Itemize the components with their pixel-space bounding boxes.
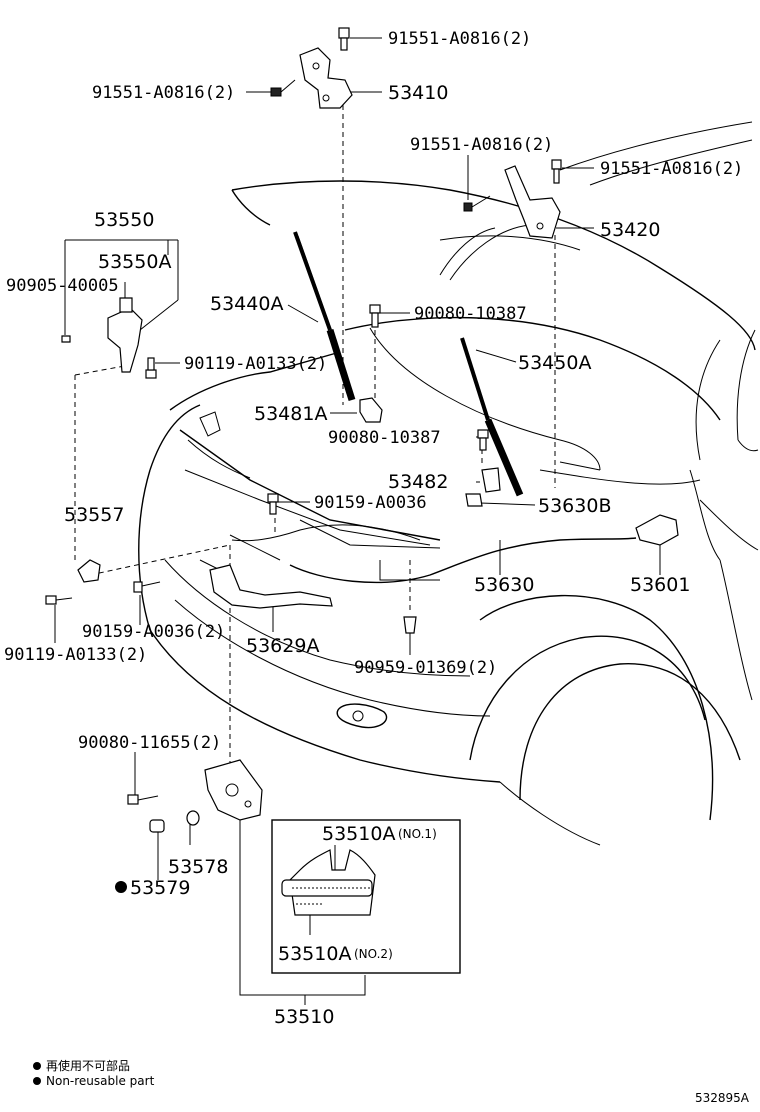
bolt-90080-b-icon bbox=[477, 429, 489, 451]
label-53630: 53630 bbox=[474, 574, 534, 596]
label-53450A: 53450A bbox=[518, 352, 591, 374]
label-90159-a: 90159-A0036 bbox=[314, 493, 427, 513]
diagram-code: 532895A bbox=[695, 1091, 750, 1105]
leader-lines bbox=[54, 37, 661, 1005]
hood-support-strut-53450A bbox=[460, 337, 524, 497]
bolt-90119-a-icon bbox=[145, 357, 157, 379]
label-53482: 53482 bbox=[388, 471, 448, 493]
bolt-90159-b-icon bbox=[133, 581, 161, 593]
lock-spring-53510A-icon bbox=[281, 849, 376, 916]
label-91551-top: 91551-A0816(2) bbox=[388, 29, 531, 49]
label-90080-10387-b: 90080-10387 bbox=[328, 428, 441, 448]
cushion-53579-icon bbox=[149, 819, 165, 833]
bolt-91551-top-icon bbox=[338, 27, 350, 51]
bolt-90159-a-icon bbox=[267, 493, 279, 515]
hood-lock-53510 bbox=[204, 759, 263, 821]
label-53557: 53557 bbox=[64, 504, 124, 526]
bolt-91551-mid2-icon bbox=[551, 159, 562, 184]
bolt-91551-left-icon bbox=[270, 79, 296, 97]
label-53440A: 53440A bbox=[210, 293, 283, 315]
label-90080-11655: 90080-11655(2) bbox=[78, 733, 221, 753]
part-labels: 91551-A0816(2) 91551-A0816(2) 53410 9155… bbox=[4, 29, 743, 1028]
label-53510A-1: 53510A bbox=[322, 823, 395, 845]
hood-lock-hook-53550 bbox=[61, 297, 143, 373]
label-90119-a: 90119-A0133(2) bbox=[184, 354, 327, 374]
label-53578: 53578 bbox=[168, 856, 228, 878]
hood-support-strut-53440A bbox=[293, 231, 356, 402]
label-53550A: 53550A bbox=[98, 251, 171, 273]
non-reusable-marker-icon bbox=[115, 881, 127, 893]
legend: 再使用不可部品 Non-reusable part bbox=[33, 1058, 155, 1088]
label-90959-01369: 90959-01369(2) bbox=[354, 658, 497, 678]
label-53601: 53601 bbox=[630, 574, 690, 596]
bracket-53482 bbox=[481, 467, 501, 493]
label-91551-mid1: 91551-A0816(2) bbox=[410, 135, 553, 155]
cable-bracket-53629A bbox=[209, 564, 333, 609]
clip-53630B-icon bbox=[465, 493, 483, 507]
label-91551-left: 91551-A0816(2) bbox=[92, 83, 235, 103]
inset-box-53510A bbox=[271, 819, 461, 974]
label-53510A-1-note: (NO.1) bbox=[398, 827, 437, 841]
label-53550: 53550 bbox=[94, 209, 154, 231]
label-91551-mid2: 91551-A0816(2) bbox=[600, 159, 743, 179]
assembly-dashed-lines bbox=[74, 105, 556, 770]
label-90119-b: 90119-A0133(2) bbox=[4, 645, 147, 665]
hood-release-cable-53630 bbox=[231, 524, 637, 584]
legend-dot-icon bbox=[33, 1077, 41, 1085]
legend-line-1: 再使用不可部品 bbox=[46, 1058, 130, 1073]
label-53629A: 53629A bbox=[246, 635, 319, 657]
label-53420: 53420 bbox=[600, 219, 660, 241]
parts bbox=[45, 27, 679, 833]
label-53630B: 53630B bbox=[538, 495, 611, 517]
label-90905-40005: 90905-40005 bbox=[6, 276, 119, 296]
legend-line-2: Non-reusable part bbox=[46, 1074, 155, 1088]
label-53481A: 53481A bbox=[254, 403, 327, 425]
label-90159-b: 90159-A0036(2) bbox=[82, 622, 225, 642]
clip-90959-icon bbox=[403, 616, 417, 634]
label-53510: 53510 bbox=[274, 1006, 334, 1028]
label-53510A-2: 53510A bbox=[278, 943, 351, 965]
hood-release-lever-53601 bbox=[635, 514, 679, 546]
hood-hinge-53420 bbox=[504, 165, 561, 239]
bolt-90119-b-icon bbox=[45, 595, 73, 605]
label-53410: 53410 bbox=[388, 82, 448, 104]
legend-dot-icon bbox=[33, 1062, 41, 1070]
bracket-53557 bbox=[77, 559, 101, 583]
bolt-90080-a-icon bbox=[369, 304, 381, 328]
label-53510A-2-note: (NO.2) bbox=[354, 947, 393, 961]
bracket-53481A bbox=[359, 397, 383, 423]
label-53579: 53579 bbox=[130, 877, 190, 899]
hood-hinge-53410 bbox=[299, 47, 353, 109]
bolt-90080-11655-icon bbox=[127, 794, 159, 805]
bolt-91551-mid1-icon bbox=[463, 195, 491, 212]
label-90080-10387-a: 90080-10387 bbox=[414, 304, 527, 324]
cushion-53578-icon bbox=[186, 810, 200, 826]
